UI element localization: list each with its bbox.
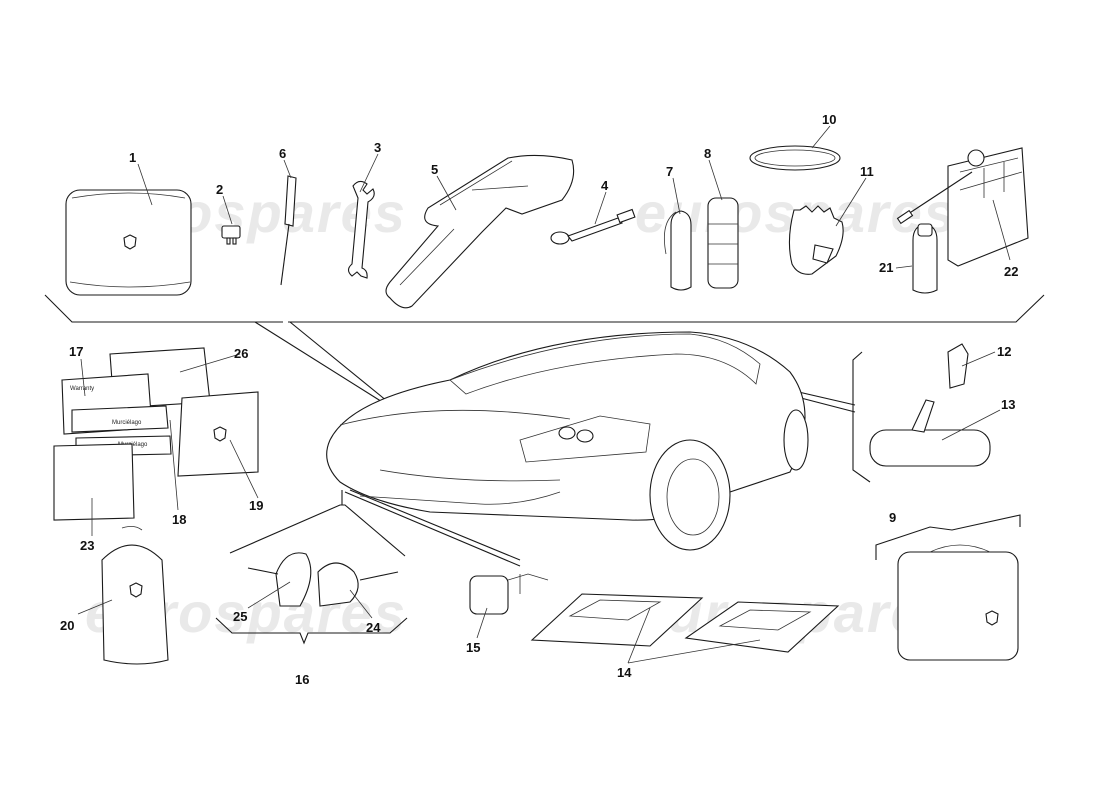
screwdriver bbox=[280, 175, 297, 286]
callout-2: 2 bbox=[216, 182, 223, 197]
warranty-text: Warranty bbox=[70, 386, 94, 392]
callout-24: 24 bbox=[366, 620, 381, 635]
murcielago-text-2: Murciélago bbox=[118, 442, 148, 448]
ring bbox=[749, 145, 841, 171]
callout-8: 8 bbox=[704, 146, 711, 161]
fog-light bbox=[469, 573, 549, 615]
inflator-can bbox=[663, 210, 692, 291]
jack bbox=[385, 154, 575, 309]
callout-6: 6 bbox=[279, 146, 286, 161]
duffel-bag bbox=[101, 526, 169, 665]
car-cover-bag bbox=[897, 544, 1019, 661]
callout-10: 10 bbox=[822, 112, 836, 127]
callout-17: 17 bbox=[69, 344, 83, 359]
callout-9: 9 bbox=[889, 510, 896, 525]
callout-12: 12 bbox=[997, 344, 1011, 359]
rear-view-mirror bbox=[869, 399, 991, 467]
callout-11: 11 bbox=[860, 164, 874, 179]
horns bbox=[247, 552, 399, 607]
callout-26: 26 bbox=[234, 346, 248, 361]
callout-labels: 1 2 3 4 5 6 7 8 9 10 11 12 13 14 15 16 1… bbox=[60, 112, 1018, 687]
callout-15: 15 bbox=[466, 640, 480, 655]
car-illustration bbox=[326, 331, 809, 551]
reservoir bbox=[896, 147, 1029, 267]
fuse bbox=[221, 225, 241, 245]
callout-21: 21 bbox=[879, 260, 893, 275]
wrench bbox=[347, 180, 375, 279]
callout-20: 20 bbox=[60, 618, 74, 633]
callout-14: 14 bbox=[617, 665, 632, 680]
manuals: Warranty Murciélago Murciélago bbox=[53, 347, 259, 521]
gloves bbox=[788, 205, 844, 275]
callout-13: 13 bbox=[1001, 397, 1015, 412]
tool-case bbox=[65, 189, 192, 296]
tool-roll bbox=[707, 197, 739, 289]
bottle bbox=[912, 223, 938, 294]
callout-7: 7 bbox=[666, 164, 673, 179]
tow-eye bbox=[550, 208, 636, 245]
callout-19: 19 bbox=[249, 498, 263, 513]
callout-4: 4 bbox=[601, 178, 609, 193]
leader-lines bbox=[77, 125, 1011, 664]
floor-mats bbox=[530, 593, 840, 653]
callout-18: 18 bbox=[172, 512, 186, 527]
mirror-clip bbox=[947, 343, 969, 389]
callout-22: 22 bbox=[1004, 264, 1018, 279]
callout-1: 1 bbox=[129, 150, 136, 165]
murcielago-text-1: Murciélago bbox=[112, 420, 142, 426]
callout-23: 23 bbox=[80, 538, 94, 553]
callout-25: 25 bbox=[233, 609, 247, 624]
callout-16: 16 bbox=[295, 672, 309, 687]
callout-3: 3 bbox=[374, 140, 381, 155]
callout-5: 5 bbox=[431, 162, 438, 177]
